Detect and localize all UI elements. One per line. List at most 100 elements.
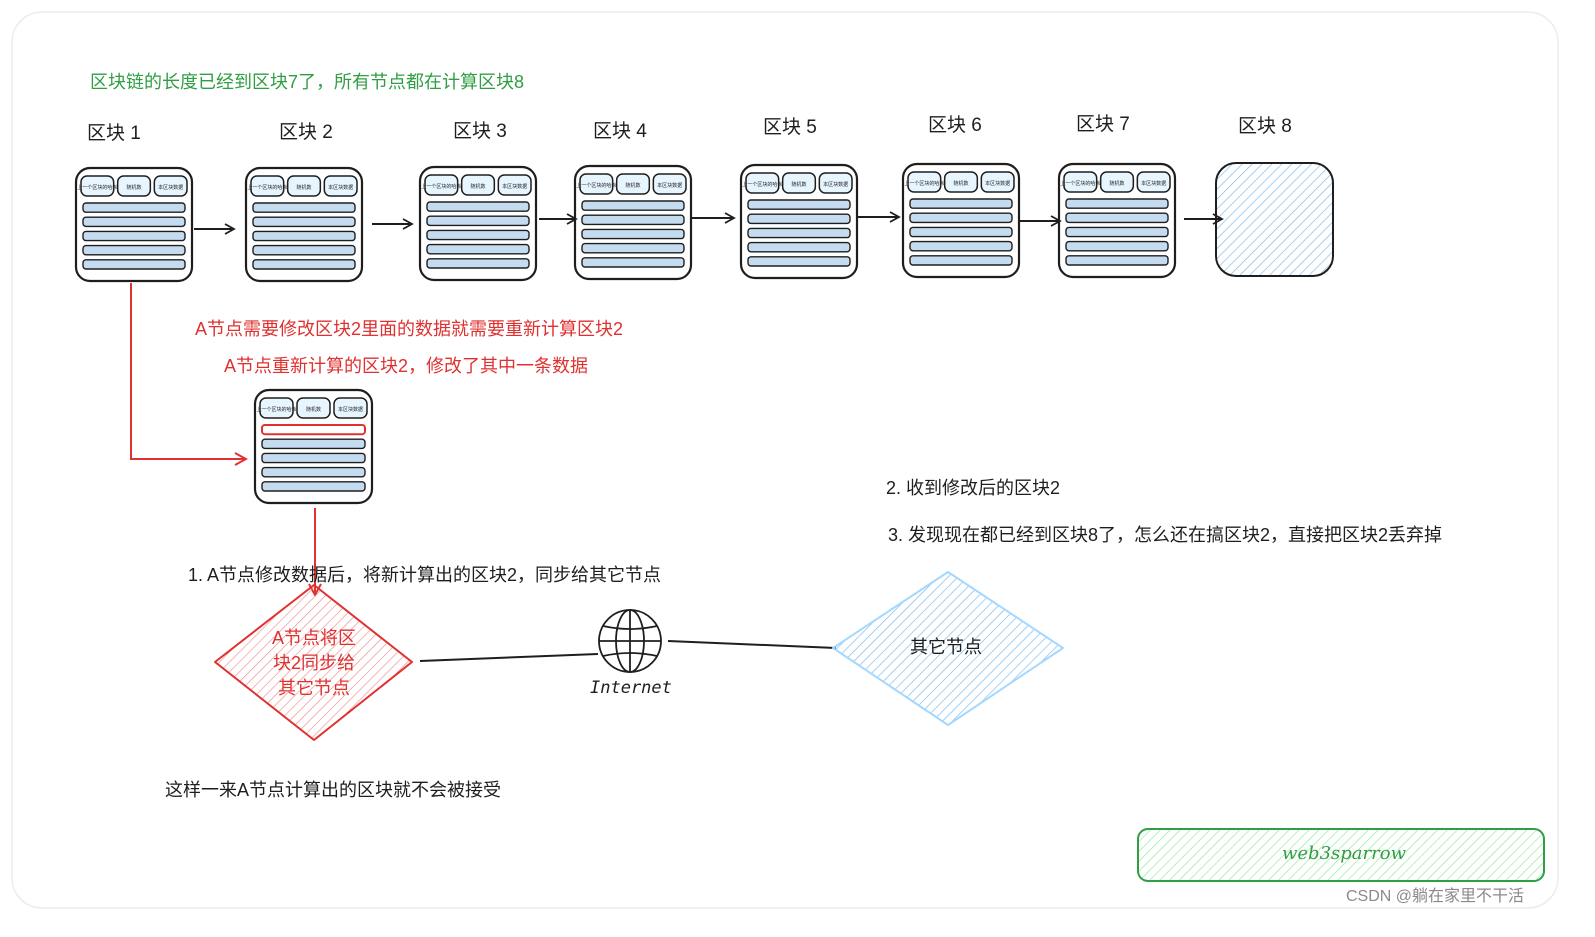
red-note-2: A节点重新计算的区块2，修改了其中一条数据	[224, 356, 589, 376]
node-a-line-3: 其它节点	[278, 678, 350, 698]
block-data-row	[747, 227, 851, 239]
block-header-text: 上一个区块的哈希	[247, 184, 287, 191]
block-label-6: 区块 6	[928, 115, 982, 136]
block-header-text: 上一个区块的哈希	[256, 406, 296, 413]
block-header-cell	[818, 172, 853, 194]
block-header-text: 上一个区块的哈希	[77, 184, 117, 191]
modify-arrow	[130, 283, 246, 459]
block-label-3: 区块 3	[453, 121, 507, 142]
block-data-row	[82, 230, 186, 242]
block-header-cell	[424, 174, 459, 196]
block-header-text: 随机数	[296, 184, 311, 191]
block: 上一个区块的哈希 随机数 本区块数据	[739, 163, 859, 280]
block-header-cell	[745, 172, 780, 194]
block-label-1: 区块 1	[87, 123, 141, 144]
block-data-row	[581, 200, 685, 211]
block: 上一个区块的哈希随机数本区块数据	[418, 165, 538, 282]
block-data-row	[909, 226, 1013, 238]
block-header-cell	[333, 397, 368, 419]
block-data-row	[909, 212, 1013, 224]
block-data-row	[252, 216, 356, 228]
block-data-row	[581, 257, 685, 268]
block-data-row	[747, 213, 851, 225]
node-a-diamond	[214, 584, 413, 741]
globe-icon	[598, 609, 662, 673]
block-data-row	[426, 229, 530, 241]
block-header-text: 本区块数据	[338, 406, 363, 413]
step-3: 3. 发现现在都已经到区块8了，怎么还在搞区块2，直接把区块2丢弃掉	[888, 525, 1443, 545]
block-label-8: 区块 8	[1238, 116, 1292, 137]
block-data-row	[747, 256, 851, 267]
block-label-4: 区块 4	[593, 121, 647, 142]
block-data-row	[581, 214, 685, 226]
brand-text: web3sparrow	[1282, 843, 1406, 864]
block-data-row	[426, 243, 530, 255]
block-data-row	[82, 259, 186, 270]
block-header-cell	[286, 175, 322, 197]
block-header-cell	[323, 175, 358, 197]
block-header-text: 本区块数据	[657, 182, 682, 189]
node-a-label: A节点将区 块2同步给 其它节点	[244, 626, 384, 701]
blockchain-row: 上一个区块的哈希随机数本区块数据上一个区块的哈希随机数本区块数据上一个区块的哈希…	[74, 162, 1334, 283]
block-header-cell	[296, 397, 331, 419]
block-header-text: 上一个区块的哈希	[1060, 180, 1100, 187]
other-node-label: 其它节点	[910, 637, 982, 657]
block-header-text: 上一个区块的哈希	[576, 182, 616, 189]
block-header-text: 本区块数据	[1141, 180, 1166, 187]
block-header-text: 随机数	[470, 183, 485, 190]
block-label-7: 区块 7	[1076, 114, 1130, 135]
block-header-cell	[579, 173, 614, 195]
other-node-diamond	[832, 571, 1064, 726]
block-data-row	[82, 202, 186, 213]
block-data-row	[82, 216, 186, 228]
block-header-text: 上一个区块的哈希	[742, 181, 782, 188]
block-header-cell	[1136, 171, 1171, 193]
step-1: 1. A节点修改数据后，将新计算出的区块2，同步给其它节点	[188, 565, 662, 585]
block-data-row	[581, 228, 685, 240]
block-header-cell	[907, 171, 942, 193]
block-header-text: 随机数	[953, 180, 968, 187]
block-data-row	[909, 255, 1013, 266]
block: 上一个区块的哈希随机数本区块数据	[253, 388, 374, 505]
block-data-row	[909, 240, 1013, 252]
block-header-cell	[250, 175, 285, 197]
block-header-cell	[497, 174, 532, 196]
block-data-row	[261, 438, 366, 450]
block-header-cell	[460, 174, 496, 196]
pending-block-8	[1215, 162, 1334, 277]
watermark: CSDN @躺在家里不干活	[1346, 888, 1525, 905]
block-data-row	[426, 258, 530, 269]
block-data-row	[261, 481, 366, 492]
block-header-text: 本区块数据	[823, 181, 848, 188]
link-internet-other	[667, 640, 837, 649]
block-data-row	[1065, 212, 1169, 224]
block: 上一个区块的哈希随机数本区块数据	[244, 166, 364, 283]
block-header-cell	[153, 175, 188, 197]
block-header-text: 本区块数据	[985, 180, 1010, 187]
modified-block: 上一个区块的哈希随机数本区块数据	[253, 388, 374, 505]
block-header-text: 上一个区块的哈希	[904, 180, 944, 187]
red-note-1: A节点需要修改区块2里面的数据就需要重新计算区块2	[195, 319, 624, 339]
block-header-cell	[781, 172, 817, 194]
brand-box	[1137, 828, 1545, 882]
step-2: 2. 收到修改后的区块2	[886, 478, 1061, 498]
block-data-row	[1065, 255, 1169, 266]
block: 上一个区块的哈希 随机数 本区块数据	[901, 162, 1021, 279]
block-data-row	[747, 199, 851, 210]
block-data-row	[1065, 226, 1169, 238]
block-data-row	[426, 215, 530, 227]
node-a-line-2: 块2同步给	[272, 653, 355, 673]
link-node-a-internet	[419, 653, 599, 662]
block-header-text: 随机数	[625, 182, 640, 189]
node-a-line-1: A节点将区	[271, 628, 356, 648]
internet-label: Internet	[590, 678, 672, 698]
block-header-cell	[116, 175, 152, 197]
block-data-row	[252, 259, 356, 270]
block: 上一个区块的哈希随机数本区块数据	[1057, 162, 1177, 279]
block-header-text: 随机数	[791, 181, 806, 188]
conclusion-text: 这样一来A节点计算出的区块就不会被接受	[165, 780, 502, 800]
block-data-row	[261, 452, 366, 464]
block-data-row	[747, 241, 851, 253]
